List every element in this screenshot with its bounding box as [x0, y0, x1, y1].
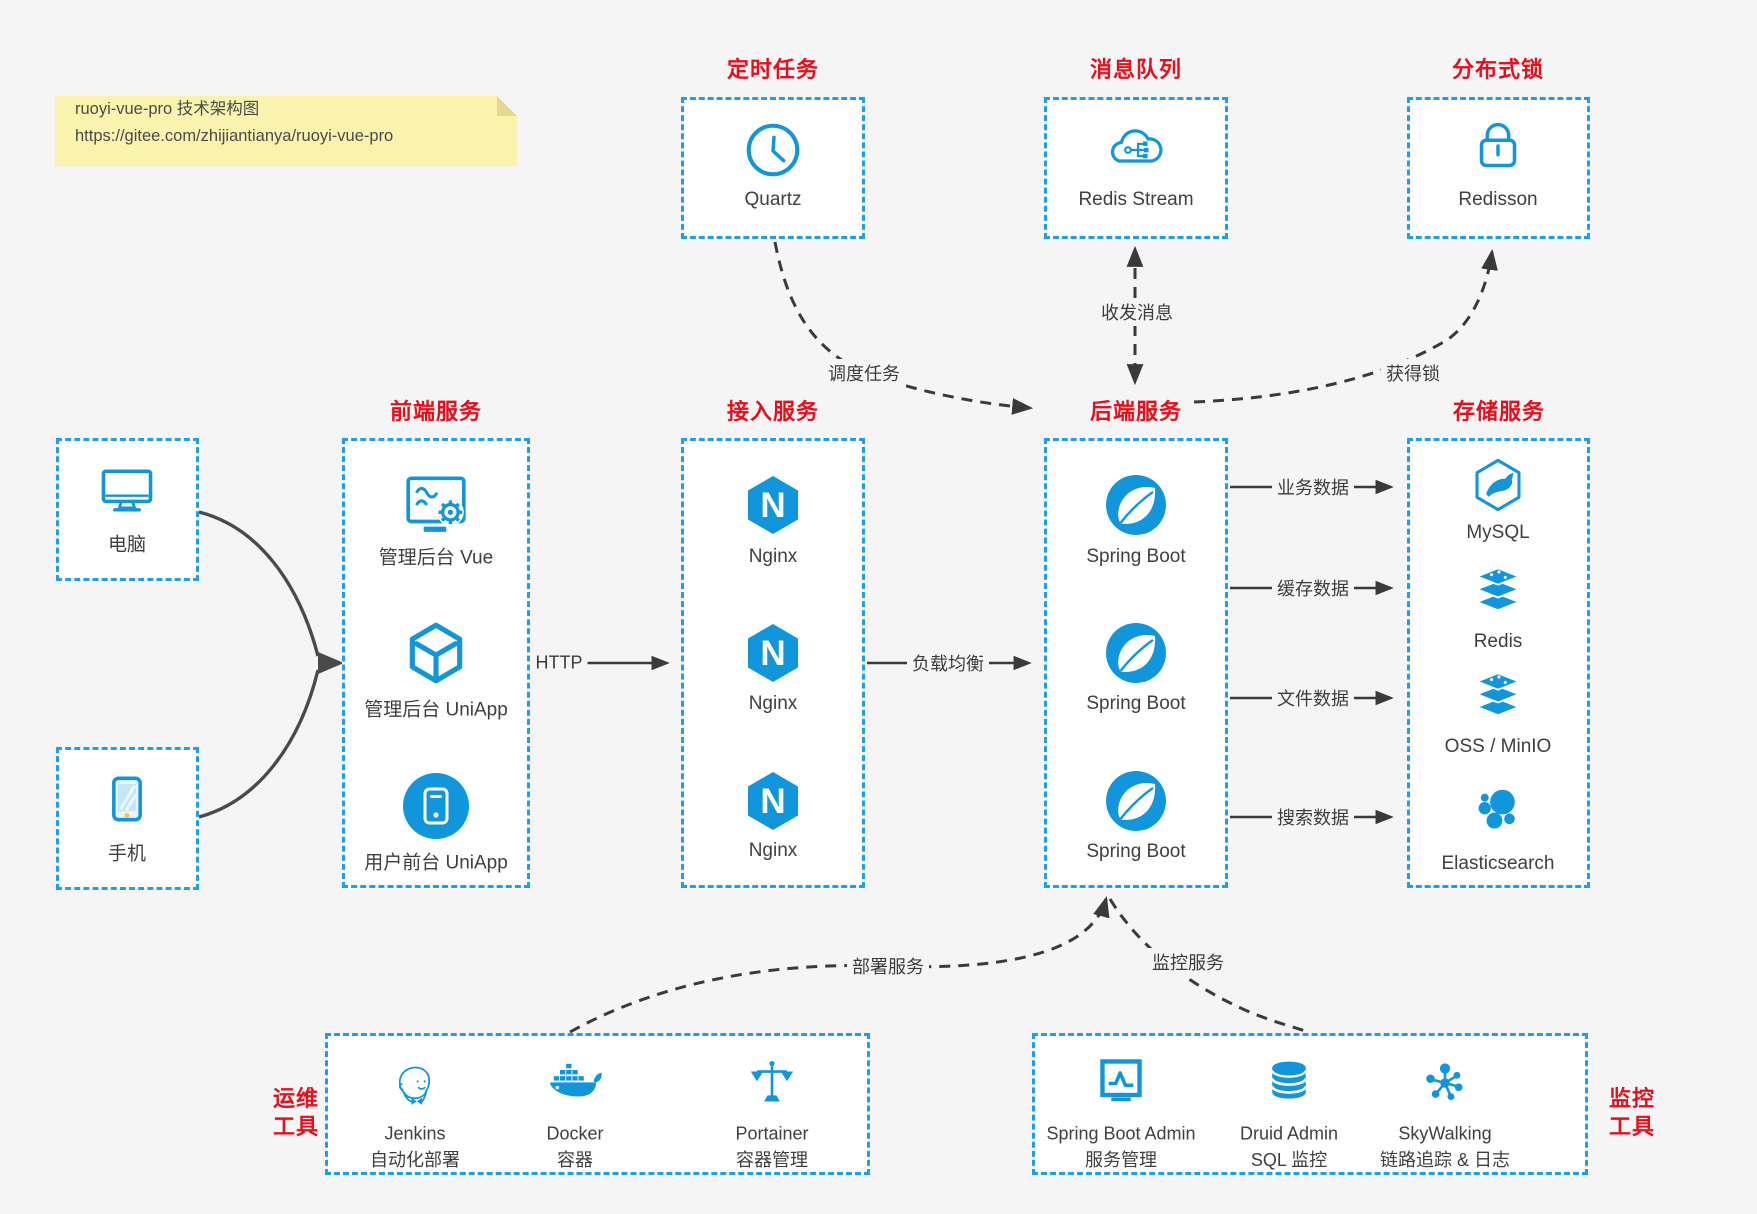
oss-stack-icon	[1467, 666, 1529, 728]
edge-label-send-receive-msg: 收发消息	[1096, 298, 1178, 326]
edge-label-deploy-service: 部署服务	[847, 952, 929, 980]
group-box-ops	[325, 1033, 870, 1175]
node-label-mysql: MySQL	[1466, 522, 1530, 543]
nginx-icon: N	[739, 619, 807, 687]
group-title-ops-line1: 运维	[272, 1086, 320, 1111]
node-label-springboot-2: Spring Boot	[1086, 693, 1186, 714]
group-title-backend: 后端服务	[1089, 399, 1183, 424]
smartphone-icon	[95, 767, 159, 831]
svg-text:N: N	[760, 486, 785, 525]
svg-text:N: N	[760, 782, 785, 821]
note-title: ruoyi-vue-pro 技术架构图	[75, 100, 260, 118]
node-label-admin-vue: 管理后台 Vue	[378, 547, 494, 569]
node-desc-jenkins: 自动化部署	[370, 1150, 460, 1170]
cloud-stream-icon	[1102, 114, 1170, 182]
node-label-oss-minio: OSS / MinIO	[1444, 736, 1552, 757]
node-label-redisson: Redisson	[1458, 189, 1538, 210]
node-label-springboot-1: Spring Boot	[1086, 546, 1186, 567]
spring-boot-admin-icon	[1091, 1050, 1151, 1110]
node-desc-docker: 容器	[557, 1150, 593, 1170]
docker-icon	[545, 1055, 605, 1115]
spring-icon	[1102, 471, 1170, 539]
group-box-lock	[1407, 97, 1590, 239]
note-url: https://gitee.com/zhijiantianya/ruoyi-vu…	[75, 127, 394, 145]
skywalking-icon	[1416, 1054, 1474, 1112]
group-box-scheduler	[681, 97, 865, 239]
edge-label-search-data: 搜索数据	[1272, 803, 1354, 831]
node-label-springboot-3: Spring Boot	[1086, 841, 1186, 862]
node-label-portainer: Portainer	[735, 1123, 809, 1144]
druid-icon	[1259, 1051, 1319, 1111]
portainer-icon	[742, 1053, 802, 1113]
node-desc-skywalking: 链路追踪 & 日志	[1379, 1150, 1511, 1170]
spring-icon	[1102, 767, 1170, 835]
group-title-scheduler: 定时任务	[726, 57, 820, 82]
client-label-computer: 电脑	[107, 534, 147, 556]
nginx-icon: N	[739, 767, 807, 835]
client-label-phone: 手机	[107, 843, 147, 865]
desktop-icon	[95, 459, 159, 523]
edge-label-cache-data: 缓存数据	[1272, 574, 1354, 602]
redis-stack-icon	[1467, 561, 1529, 623]
spring-icon	[1102, 619, 1170, 687]
node-label-nginx-2: Nginx	[748, 693, 798, 714]
mysql-icon	[1467, 454, 1529, 516]
node-desc-spring-boot-admin: 服务管理	[1085, 1150, 1157, 1170]
note-fold-corner	[497, 96, 517, 116]
node-label-elasticsearch: Elasticsearch	[1441, 853, 1555, 874]
edge-label-load-balance: 负载均衡	[907, 649, 989, 677]
group-title-monitoring-line1: 监控	[1608, 1086, 1656, 1111]
jenkins-icon	[385, 1055, 445, 1115]
node-label-spring-boot-admin: Spring Boot Admin	[1046, 1123, 1196, 1144]
group-title-frontend: 前端服务	[389, 399, 483, 424]
group-title-gateway: 接入服务	[726, 399, 820, 424]
sticky-note: ruoyi-vue-pro 技术架构图 https://gitee.com/zh…	[55, 96, 517, 166]
group-box-monitoring	[1032, 1033, 1588, 1175]
edge-label-acquire-lock: 获得锁	[1381, 359, 1445, 387]
group-title-lock: 分布式锁	[1451, 57, 1545, 82]
node-label-user-uniapp: 用户前台 UniApp	[364, 852, 508, 874]
mobile-app-icon	[402, 772, 470, 840]
node-label-quartz: Quartz	[744, 189, 802, 210]
group-box-mq	[1044, 97, 1228, 239]
node-desc-druid-admin: SQL 监控	[1250, 1150, 1328, 1170]
edge-label-business-data: 业务数据	[1272, 473, 1354, 501]
clock-icon	[740, 117, 806, 183]
admin-vue-icon	[401, 468, 471, 538]
node-label-skywalking: SkyWalking	[1398, 1123, 1492, 1144]
elasticsearch-icon	[1468, 780, 1528, 840]
edge-label-dispatch-job: 调度任务	[823, 359, 905, 387]
nginx-icon: N	[739, 471, 807, 539]
group-title-storage: 存储服务	[1452, 399, 1546, 424]
node-label-nginx-3: Nginx	[748, 840, 798, 861]
edge-label-monitor-service: 监控服务	[1147, 948, 1229, 976]
group-title-mq: 消息队列	[1089, 57, 1183, 82]
node-desc-portainer: 容器管理	[736, 1150, 808, 1170]
node-label-docker: Docker	[546, 1123, 604, 1144]
edge-label-http: HTTP	[530, 651, 588, 675]
node-label-admin-uniapp: 管理后台 UniApp	[364, 699, 508, 721]
edge-label-file-data: 文件数据	[1272, 684, 1354, 712]
node-label-redis-stream: Redis Stream	[1078, 189, 1194, 210]
node-label-jenkins: Jenkins	[384, 1123, 446, 1144]
svg-text:N: N	[760, 634, 785, 673]
node-label-nginx-1: Nginx	[748, 546, 798, 567]
group-title-ops-line2: 工具	[272, 1114, 320, 1139]
node-label-redis: Redis	[1473, 631, 1523, 652]
padlock-icon	[1465, 114, 1531, 180]
cube-icon	[401, 618, 471, 688]
group-title-monitoring-line2: 工具	[1608, 1114, 1656, 1139]
node-label-druid-admin: Druid Admin	[1239, 1123, 1339, 1144]
